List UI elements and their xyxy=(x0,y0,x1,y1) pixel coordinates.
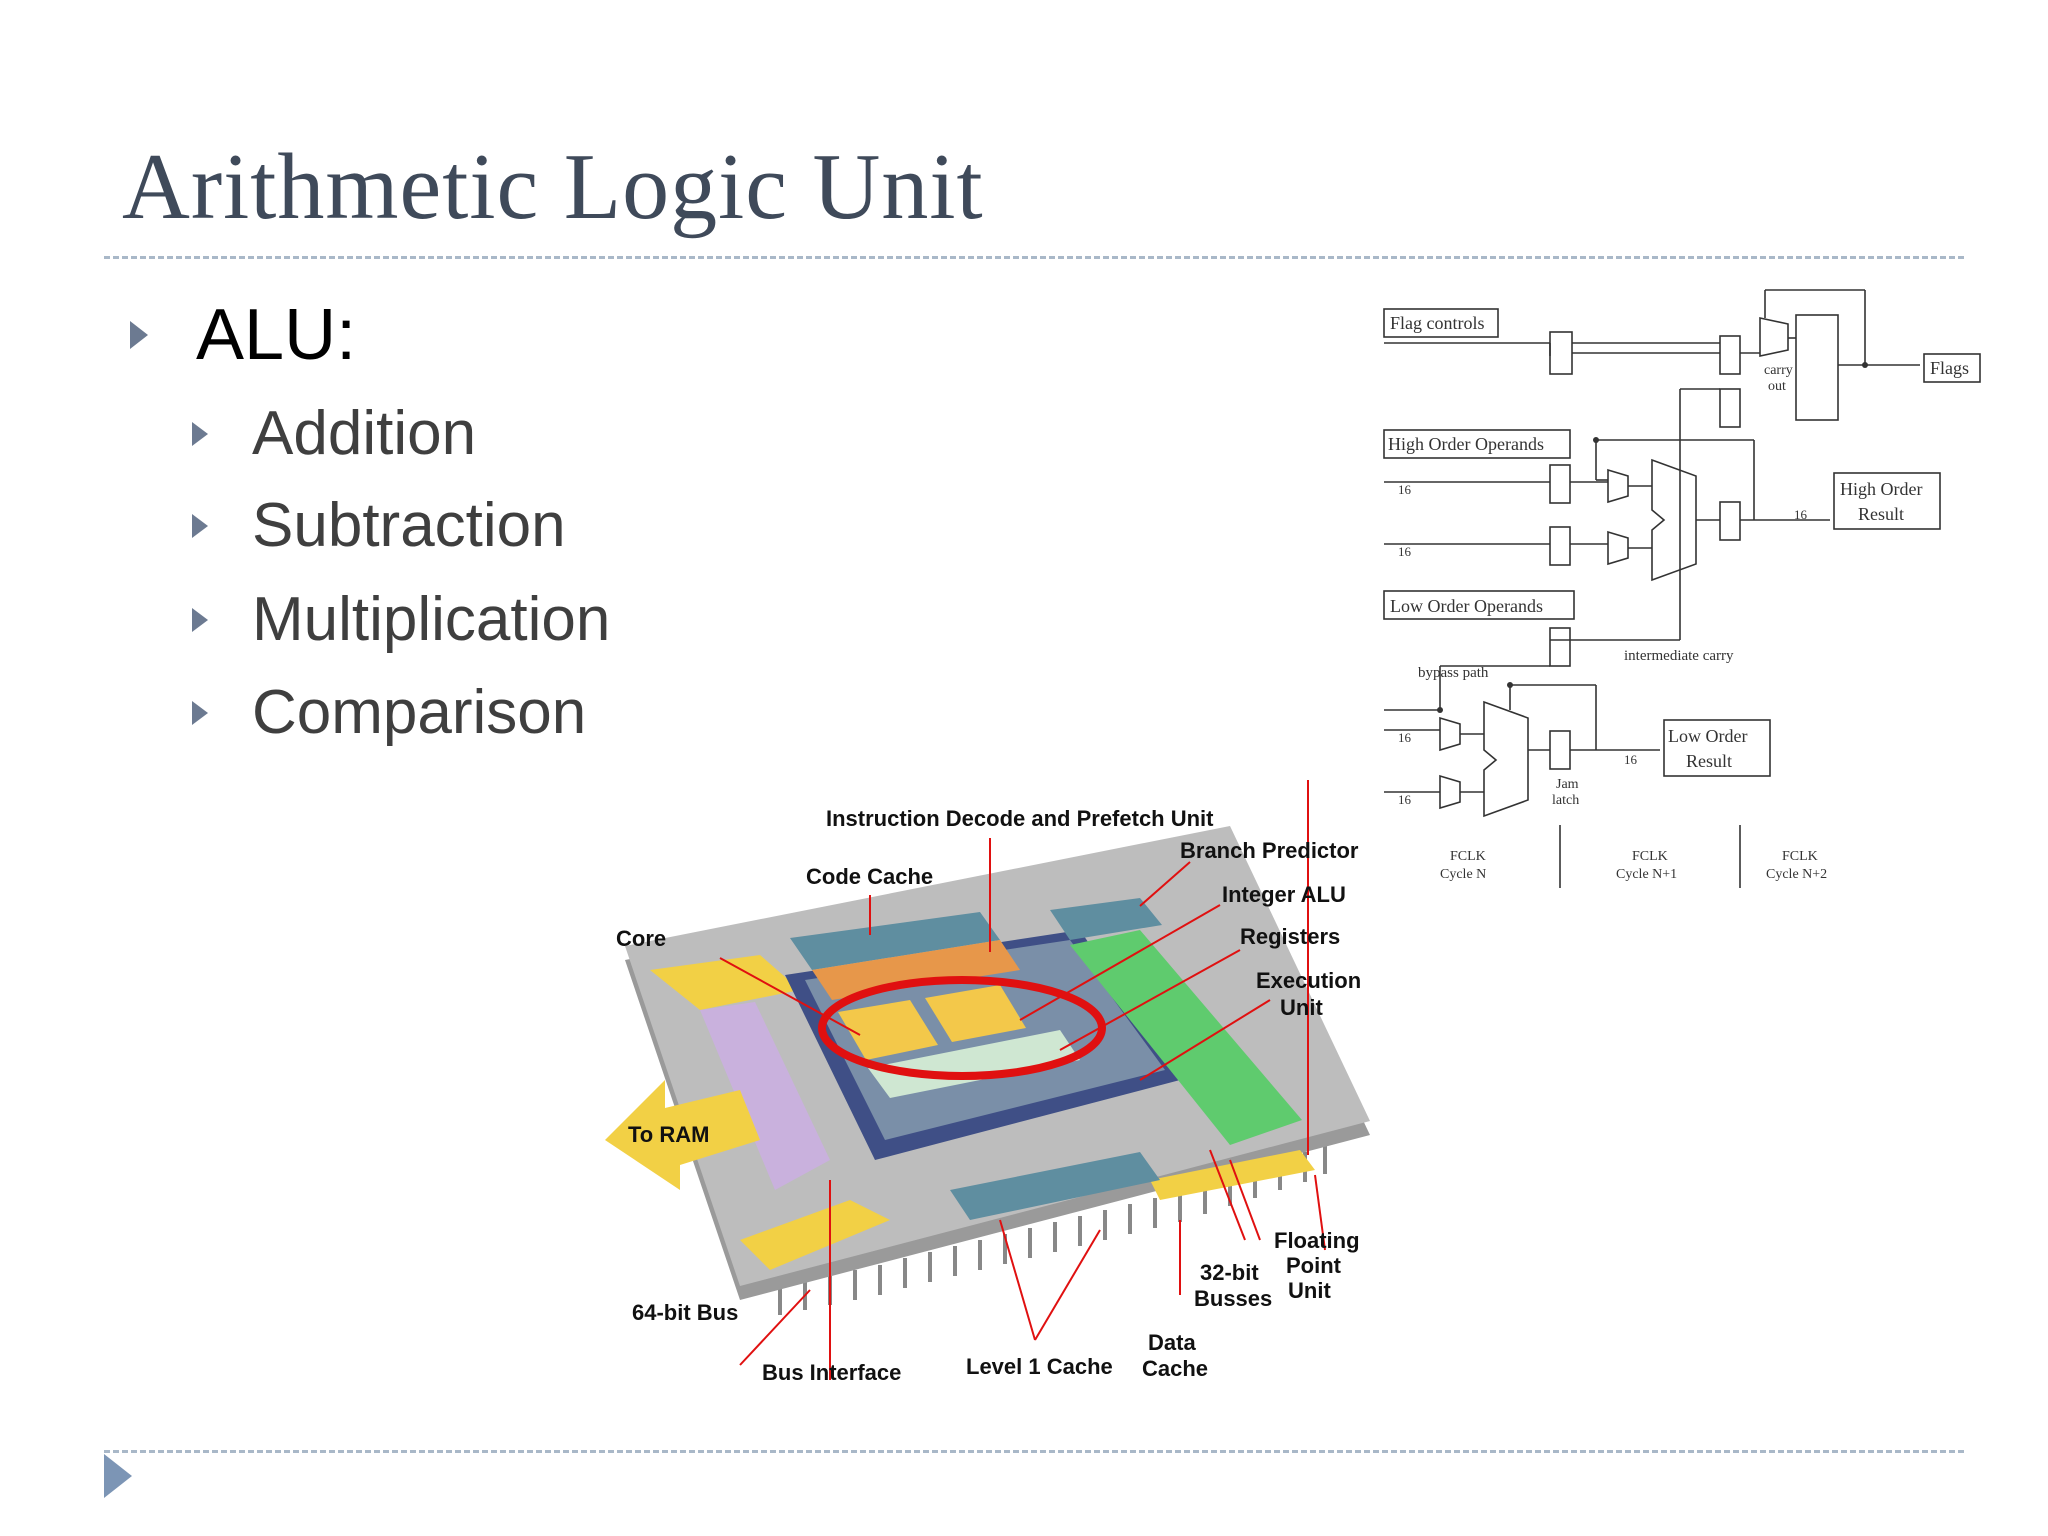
cycle-label: FCLK xyxy=(1450,849,1486,864)
sub-bullet-comparison: Comparison xyxy=(192,677,586,748)
flag-register xyxy=(1795,314,1839,421)
slide-title: Arithmetic Logic Unit xyxy=(122,135,984,239)
integer-alu-block xyxy=(838,1000,938,1060)
execution-unit-label: Execution xyxy=(1256,968,1361,993)
sub-bullet-multiplication: Multiplication xyxy=(192,584,610,655)
bus-width-label: 16 xyxy=(1398,544,1412,559)
flags-box xyxy=(1923,353,1981,383)
bullet-arrow-icon xyxy=(192,607,208,632)
bus-width-label: 16 xyxy=(1398,792,1412,807)
bus-interface-label: Bus Interface xyxy=(762,1360,901,1385)
branch-predictor-label: Branch Predictor xyxy=(1180,838,1359,863)
mux-icon xyxy=(1439,774,1461,810)
fpu-label: Point xyxy=(1286,1253,1342,1278)
high-order-result-box xyxy=(1833,472,1941,530)
sub-bullet-subtraction: Subtraction xyxy=(192,490,566,561)
bus-width-label: 16 xyxy=(1398,482,1412,497)
fpu-label: Unit xyxy=(1288,1278,1331,1303)
flags-label: Flags xyxy=(1930,358,1969,378)
low-order-result-label: Low Order xyxy=(1668,726,1747,746)
slide-nav-arrow-icon[interactable] xyxy=(104,1454,132,1498)
high-order-operands-label: High Order Operands xyxy=(1388,434,1544,454)
fpu-label: Floating xyxy=(1274,1228,1360,1253)
latch-icon xyxy=(1549,331,1573,375)
bullet-arrow-icon xyxy=(192,700,208,725)
data-cache-block xyxy=(950,1152,1160,1220)
adder-icon xyxy=(1483,700,1529,818)
latch-icon xyxy=(1549,627,1571,667)
jam-latch-label: latch xyxy=(1552,793,1579,808)
mux-icon xyxy=(1607,468,1629,504)
data-cache-label: Data xyxy=(1148,1330,1196,1355)
cycle-label: Cycle N+2 xyxy=(1766,867,1827,882)
latch-icon xyxy=(1719,501,1741,541)
64-bit-bus-label: 64-bit Bus xyxy=(632,1300,738,1325)
sub-bullet-text: Comparison xyxy=(252,678,587,747)
high-order-operands-box xyxy=(1383,429,1571,459)
latch-icon xyxy=(1549,526,1571,566)
mux-icon xyxy=(1607,530,1629,566)
bullet-arrow-icon xyxy=(192,421,208,446)
latch-icon xyxy=(1549,464,1571,504)
low-order-result-box xyxy=(1663,719,1771,777)
bus-width-label: 16 xyxy=(1398,730,1412,745)
low-order-operands-box xyxy=(1383,590,1575,620)
bullet-arrow-icon xyxy=(130,321,148,349)
low-order-result-label: Result xyxy=(1686,751,1732,771)
bus-interface-block xyxy=(700,1002,830,1190)
bullet-arrow-icon xyxy=(192,513,208,538)
adder-icon xyxy=(1651,458,1697,582)
cpu-chip-diagram: Instruction Decode and Prefetch Unit Cod… xyxy=(605,780,1370,1385)
registers-block xyxy=(868,1030,1080,1098)
alu-datapath-diagram: Flag controls Flags carry out High Order… xyxy=(1383,289,1981,888)
sub-bullet-addition: Addition xyxy=(192,398,476,469)
latch-icon xyxy=(1719,335,1741,375)
flag-controls-label: Flag controls xyxy=(1390,313,1485,333)
bus-trace xyxy=(650,955,800,1010)
high-order-result-label: High Order xyxy=(1840,479,1922,499)
bullet-alu: ALU: xyxy=(130,294,356,376)
flag-controls-box xyxy=(1383,308,1499,338)
footer-divider xyxy=(104,1450,1964,1453)
bus-width-label: 16 xyxy=(1624,752,1638,767)
code-cache-block xyxy=(790,912,1000,970)
32-bit-busses-label: Busses xyxy=(1194,1286,1272,1311)
jam-latch-label: Jam xyxy=(1556,777,1579,792)
high-order-result-label: Result xyxy=(1858,504,1904,524)
mux-icon xyxy=(1759,317,1789,357)
core-label: Core xyxy=(616,926,666,951)
decode-unit-block xyxy=(812,940,1020,1000)
bypass-path-label: bypass path xyxy=(1418,665,1489,681)
bus-width-label: 16 xyxy=(1794,507,1808,522)
branch-predictor-block xyxy=(1050,898,1162,940)
sub-bullet-text: Addition xyxy=(252,399,477,468)
alu-highlight-ellipse xyxy=(818,976,1106,1080)
fpu-block xyxy=(1070,930,1302,1145)
execution-unit-label: Unit xyxy=(1280,995,1323,1020)
integer-alu-label: Integer ALU xyxy=(1222,882,1346,907)
registers-label: Registers xyxy=(1240,924,1340,949)
32-bit-busses-label: 32-bit xyxy=(1200,1260,1259,1285)
level-1-cache-label: Level 1 Cache xyxy=(966,1354,1113,1379)
cycle-label: FCLK xyxy=(1632,849,1668,864)
decode-unit-label: Instruction Decode and Prefetch Unit xyxy=(826,806,1214,831)
intermediate-carry-label: intermediate carry xyxy=(1624,648,1734,664)
sub-bullet-text: Subtraction xyxy=(252,491,566,560)
low-order-operands-label: Low Order Operands xyxy=(1390,596,1543,616)
latch-icon xyxy=(1719,388,1741,428)
cycle-label: Cycle N+1 xyxy=(1616,867,1677,882)
carry-out-label: out xyxy=(1768,379,1786,394)
to-ram-arrow-icon xyxy=(605,1080,760,1190)
cycle-label: Cycle N xyxy=(1440,867,1486,882)
code-cache-label: Code Cache xyxy=(806,864,933,889)
cycle-label: FCLK xyxy=(1782,849,1818,864)
latch-icon xyxy=(1549,730,1571,770)
data-cache-label: Cache xyxy=(1142,1356,1208,1381)
to-ram-label: To RAM xyxy=(628,1122,709,1147)
title-divider xyxy=(104,256,1964,259)
mux-icon xyxy=(1439,716,1461,752)
carry-out-label: carry xyxy=(1764,363,1793,378)
bullet-text: ALU: xyxy=(196,295,357,375)
sub-bullet-text: Multiplication xyxy=(252,585,611,654)
